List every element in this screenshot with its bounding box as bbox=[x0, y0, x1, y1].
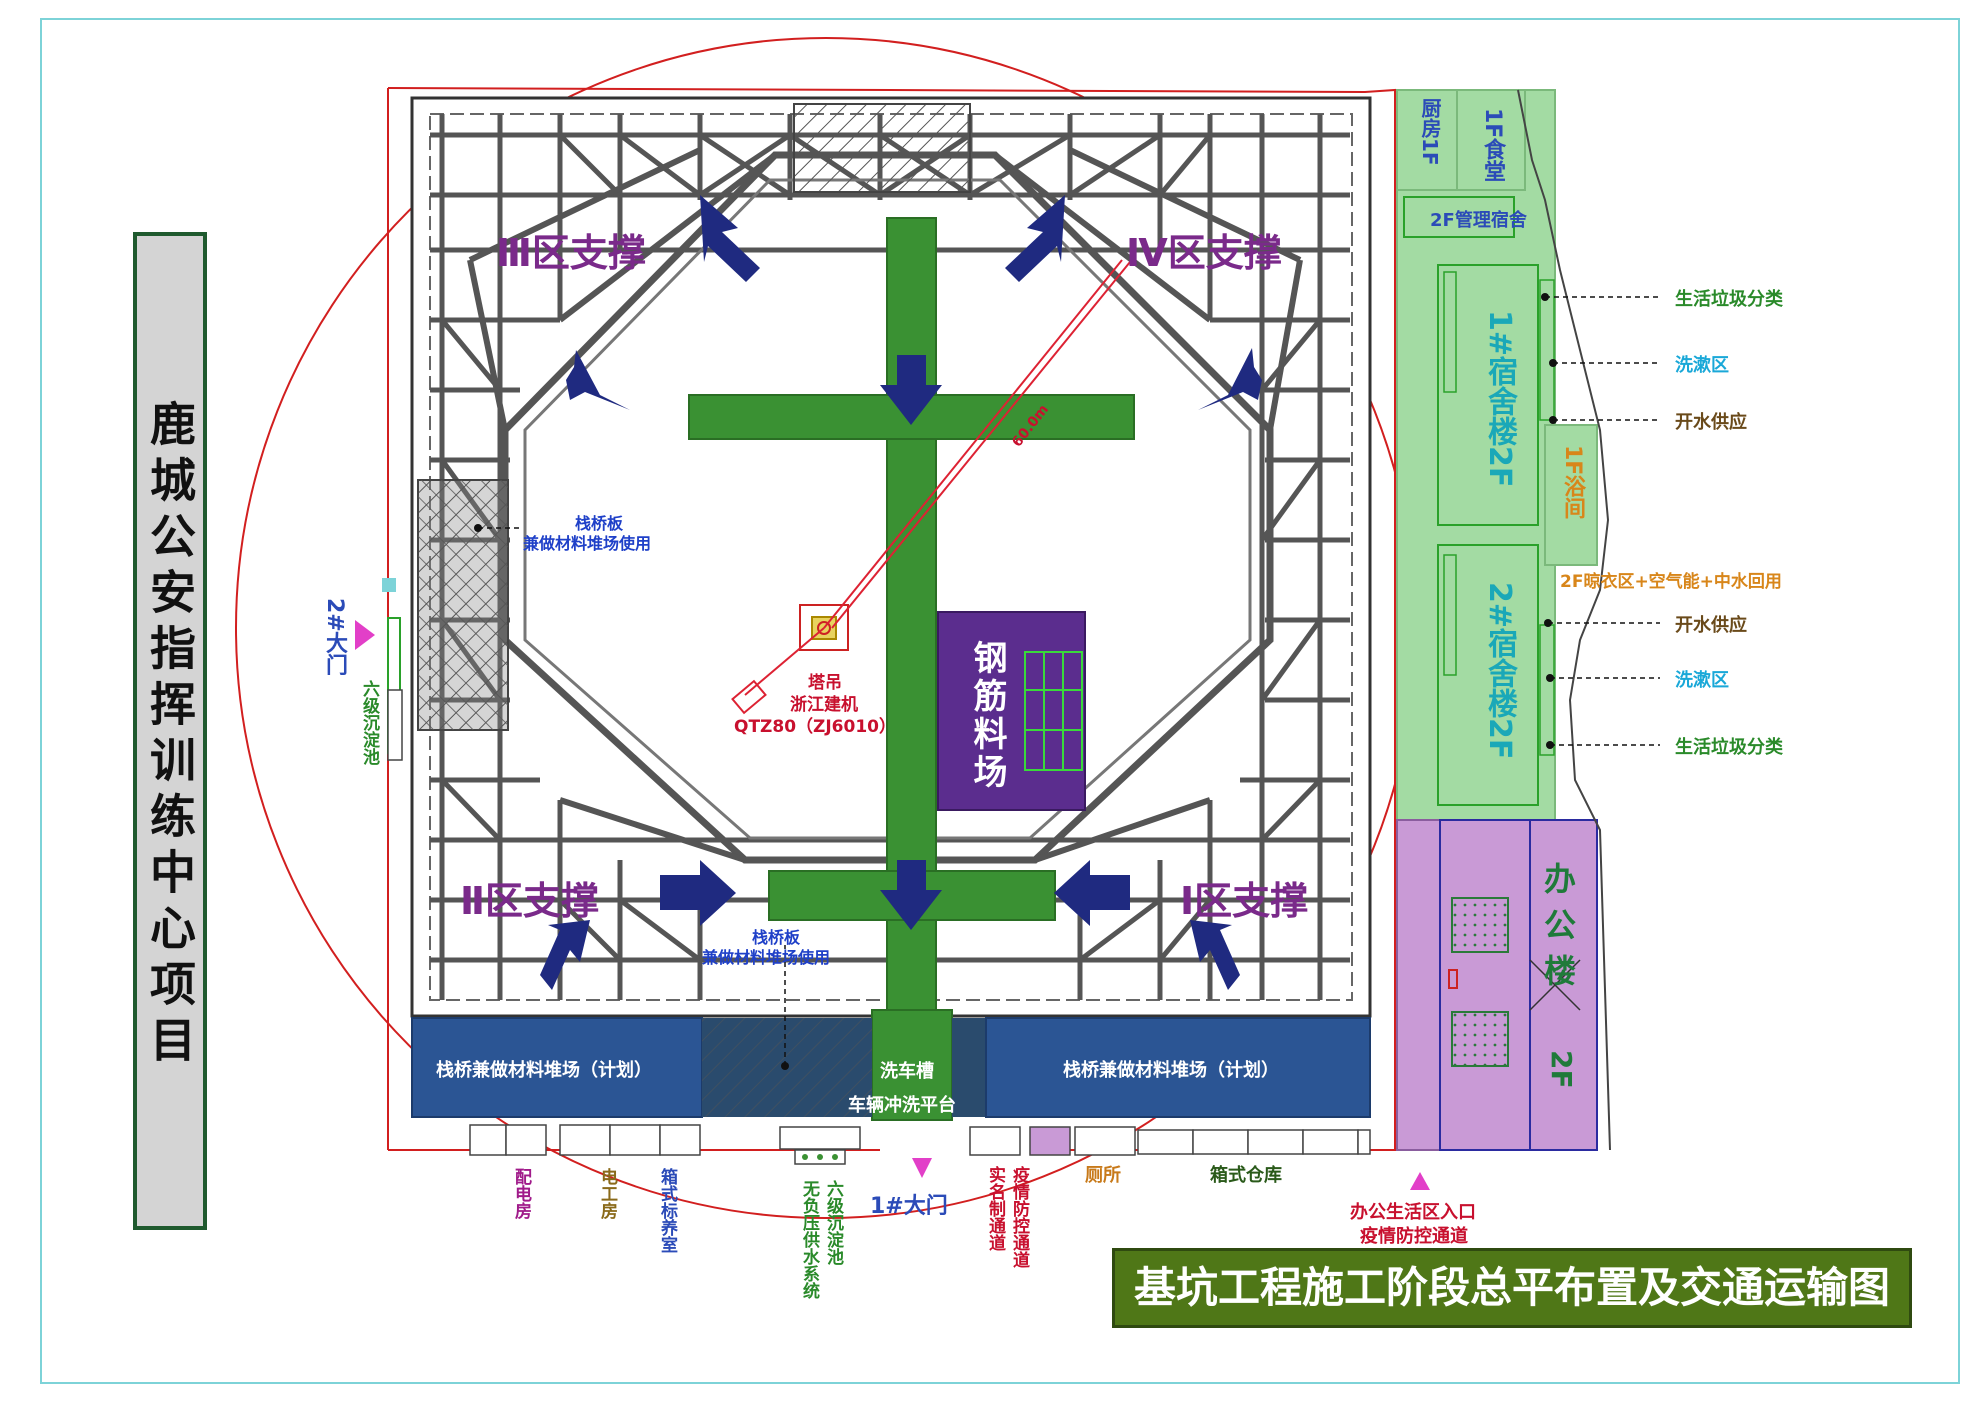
toilet-label: 厕所 bbox=[1085, 1165, 1121, 1186]
dorm1-label: 1#宿舍楼2F bbox=[1482, 310, 1517, 488]
rebar-yard bbox=[937, 611, 1086, 811]
distribution-room: 配电房 bbox=[511, 1168, 531, 1219]
storage-left bbox=[411, 1017, 703, 1118]
crane-label-line1: 塔吊 bbox=[808, 673, 842, 693]
tower-crane bbox=[731, 259, 1131, 715]
mgmt-dorm-label: 2F管理宿舍 bbox=[1430, 210, 1527, 231]
gate2-label: 2#大门 bbox=[322, 598, 347, 676]
storage-right bbox=[985, 1017, 1371, 1118]
sediment-bottom: 六级沉淀池 bbox=[823, 1180, 843, 1265]
zone3-label: Ⅲ区支撑 bbox=[496, 231, 646, 275]
crane-label-line3: QTZ80（ZJ6010） bbox=[734, 717, 896, 737]
trestle-bottom-line1: 栈桥板 bbox=[752, 928, 801, 947]
office-entrance-line1: 办公生活区入口 bbox=[1350, 1202, 1476, 1223]
crane-label-line2: 浙江建机 bbox=[790, 695, 858, 715]
callout-wash2: 洗漱区 bbox=[1675, 670, 1729, 691]
zone1-label: Ⅰ区支撑 bbox=[1180, 879, 1309, 923]
warehouse-label: 箱式仓库 bbox=[1210, 1165, 1282, 1186]
car-wash-platform: 车辆冲洗平台 bbox=[848, 1095, 956, 1116]
water-system: 无负压供水系统 bbox=[799, 1180, 819, 1299]
storage-right-label: 栈桥兼做材料堆场（计划） bbox=[1063, 1060, 1279, 1081]
canteen-label: 1F食堂 bbox=[1480, 108, 1505, 183]
storage-left-label: 栈桥兼做材料堆场（计划） bbox=[436, 1060, 652, 1081]
office-label: 办公楼 bbox=[1539, 862, 1577, 1000]
callout-water1: 开水供应 bbox=[1675, 412, 1747, 433]
zone4-label: Ⅳ区支撑 bbox=[1126, 231, 1282, 275]
drawing-border bbox=[40, 18, 1960, 1384]
kitchen-label: 厨房1F bbox=[1418, 98, 1442, 166]
project-name-box: 鹿城公安指挥训练中心项目 bbox=[133, 232, 207, 1230]
drying-label: 2F晾衣区+空气能+中水回用 bbox=[1560, 572, 1782, 592]
covid-channel: 疫情防控通道 bbox=[1009, 1166, 1029, 1268]
project-name: 鹿城公安指挥训练中心项目 bbox=[143, 400, 197, 1072]
callout-garbage1: 生活垃圾分类 bbox=[1675, 289, 1783, 310]
trestle-left-line2: 兼做材料堆场使用 bbox=[523, 534, 652, 553]
trestle-bottom-line2: 兼做材料堆场使用 bbox=[702, 948, 831, 967]
flow-arrows bbox=[540, 195, 1262, 990]
dorm2-label: 2#宿舍楼2F bbox=[1482, 582, 1517, 760]
callout-water2: 开水供应 bbox=[1675, 615, 1747, 636]
drawing-title: 基坑工程施工阶段总平布置及交通运输图 bbox=[1112, 1248, 1912, 1328]
gate-markers bbox=[355, 620, 1430, 1190]
callout-garbage2: 生活垃圾分类 bbox=[1675, 737, 1783, 758]
sediment-left-label: 六级沉淀池 bbox=[359, 680, 379, 765]
gate1-label: 1#大门 bbox=[870, 1194, 948, 1219]
office-entrance-line2: 疫情防控通道 bbox=[1360, 1226, 1468, 1247]
bath-label: 1F浴间 bbox=[1560, 445, 1585, 520]
trestle-left-line1: 栈桥板 bbox=[575, 514, 624, 533]
bottom-facilities bbox=[469, 1124, 1371, 1165]
curing-room: 箱式标养室 bbox=[657, 1168, 677, 1253]
rebar-yard-label: 钢筋料场 bbox=[967, 640, 1007, 792]
callout-wash1: 洗漱区 bbox=[1675, 355, 1729, 376]
car-wash-trough: 洗车槽 bbox=[880, 1061, 934, 1082]
electrician-room: 电工房 bbox=[597, 1168, 617, 1219]
office-floor-label: 2F bbox=[1545, 1050, 1578, 1089]
realname-channel: 实名制通道 bbox=[985, 1166, 1005, 1251]
zone2-label: Ⅱ区支撑 bbox=[460, 879, 600, 923]
